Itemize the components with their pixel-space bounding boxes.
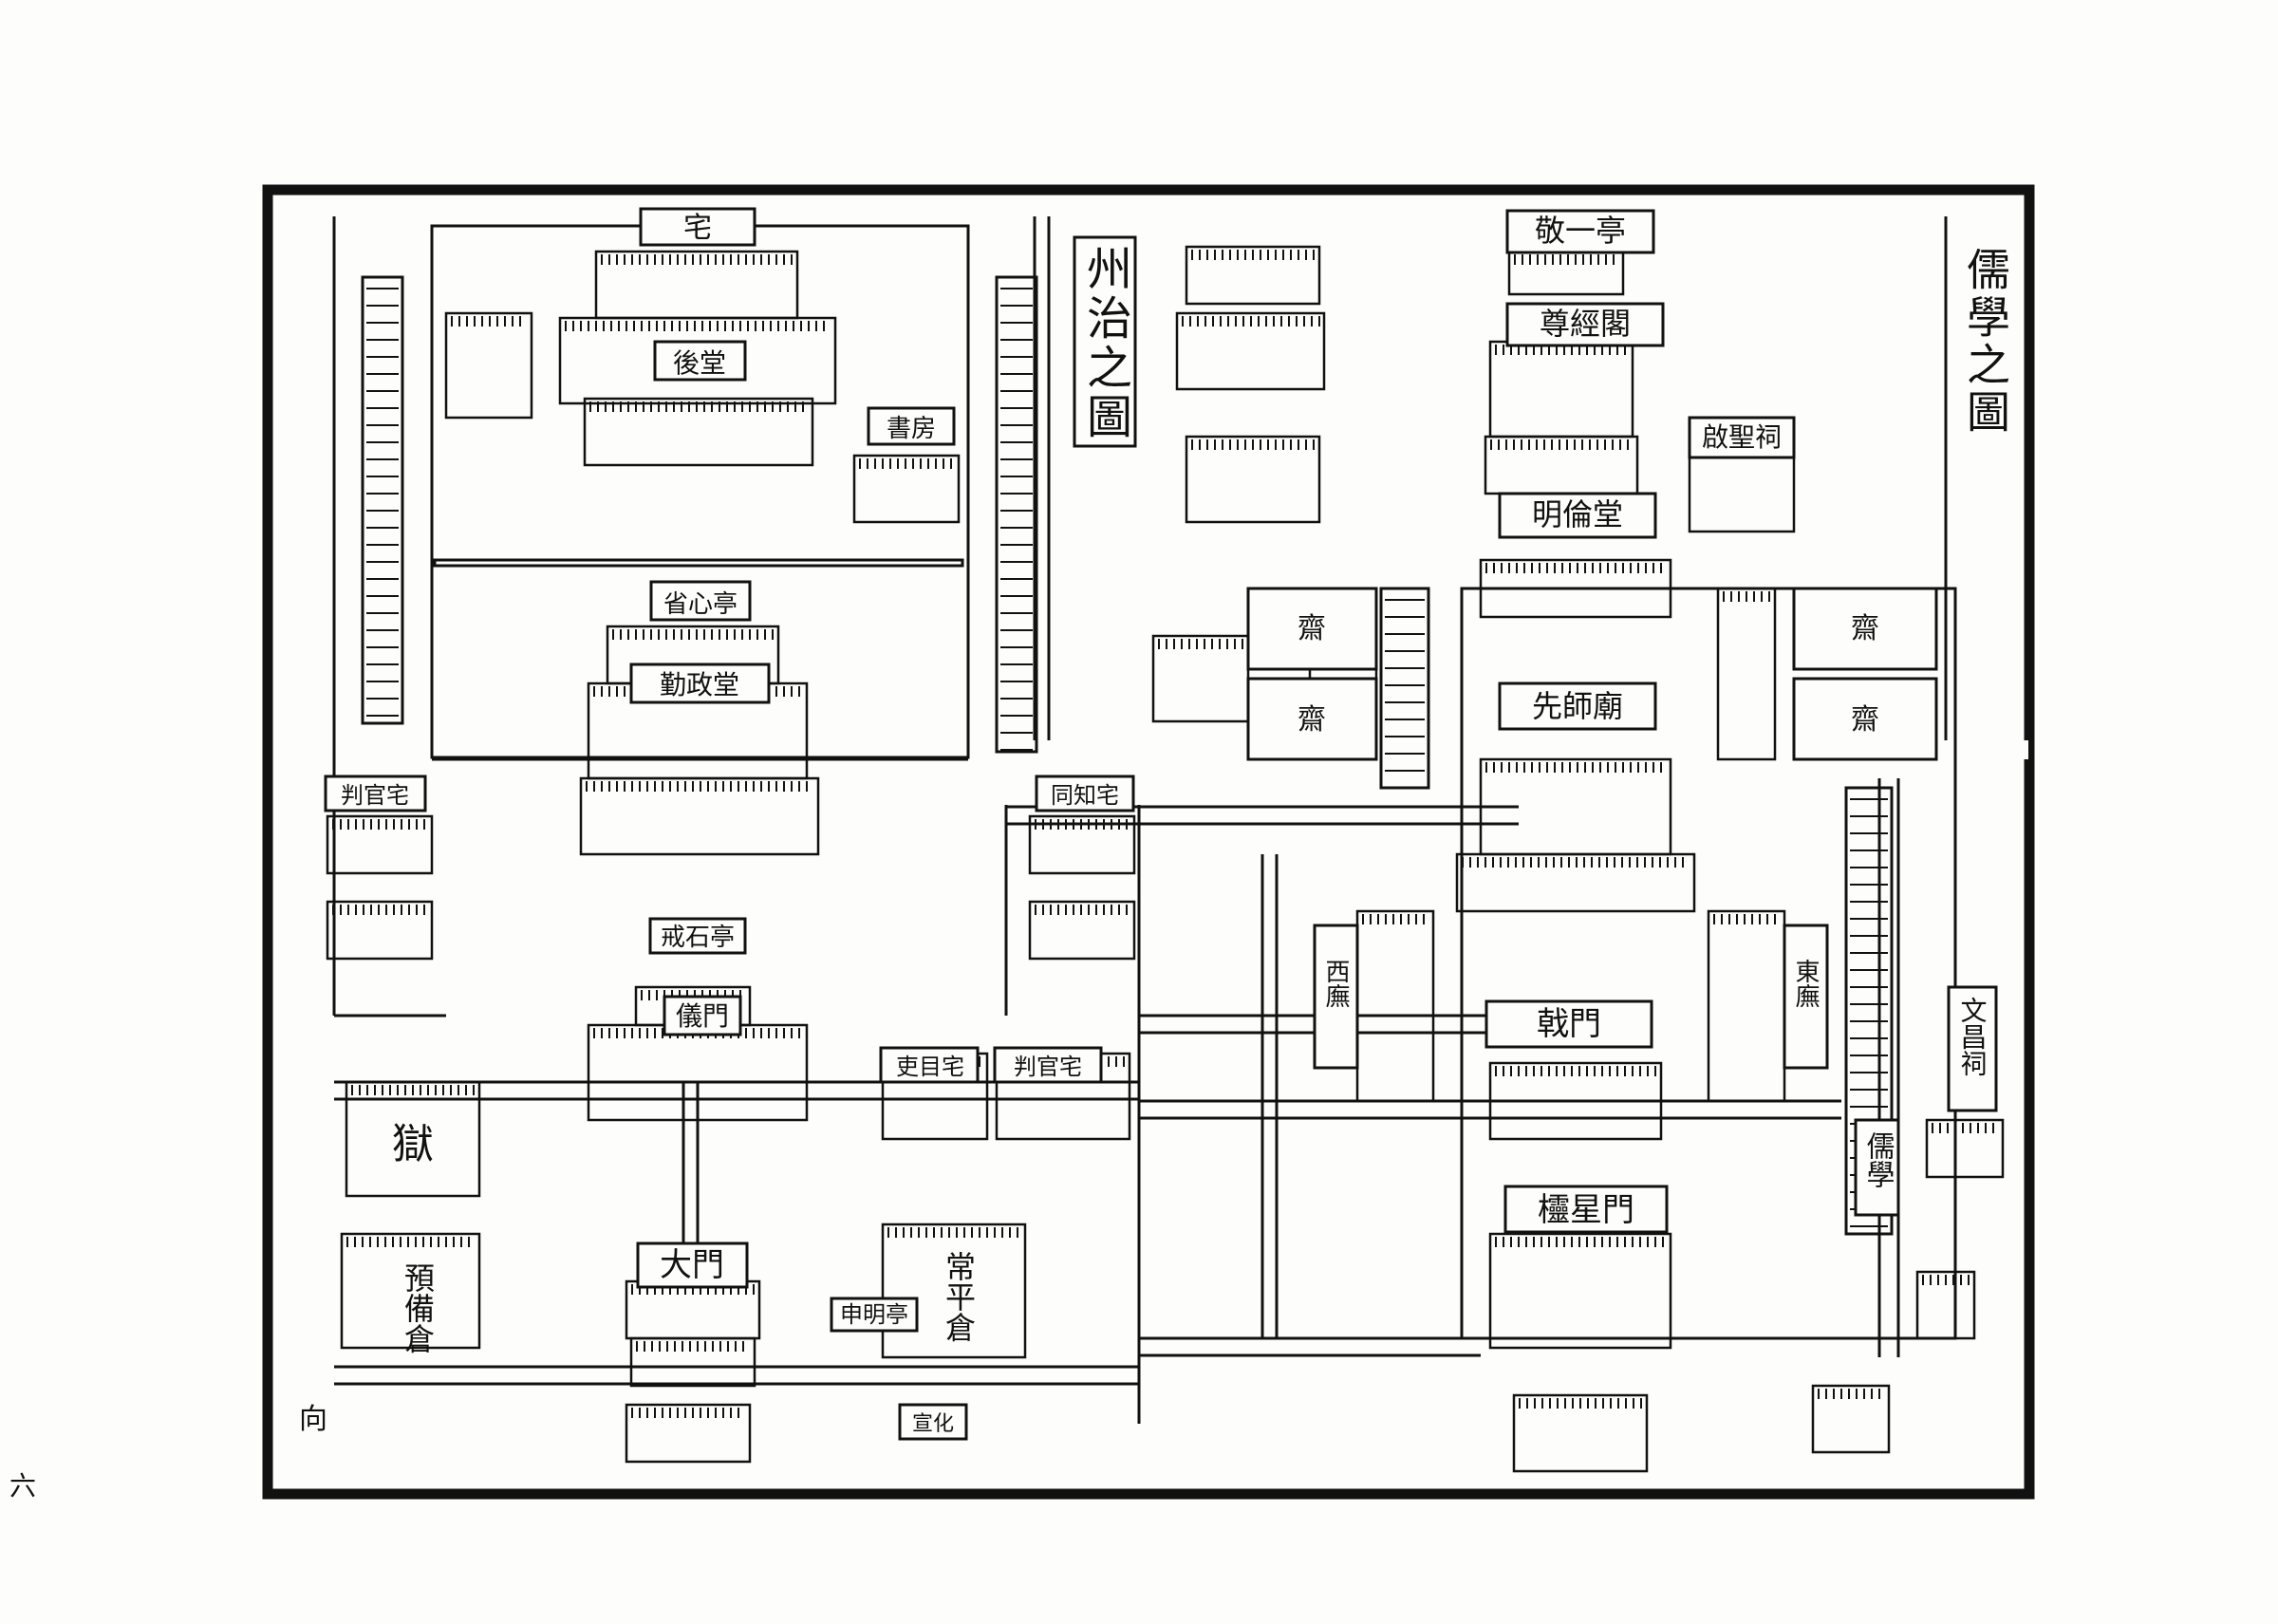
page-number: 六 (9, 1470, 36, 1502)
map-title: 儒學之圖 (1960, 247, 2011, 437)
label-yi-men: 儀門 (676, 1000, 729, 1032)
label-wenchang-ci: 文昌祠 (1957, 997, 1989, 1076)
label-tongzhi-zhai: 同知宅 (1051, 782, 1119, 809)
label-lingxing-men: 欞星門 (1538, 1191, 1634, 1229)
compound-walls (332, 216, 1957, 1424)
label-xianshi-miao: 先師廟 (1532, 688, 1623, 724)
label-yu: 獄 (392, 1120, 434, 1168)
label-zhai-l1: 齋 (1298, 612, 1326, 645)
label-changping-cang: 常平倉 (941, 1251, 977, 1342)
map-frame (262, 184, 2035, 1500)
label-shufang: 書房 (887, 415, 936, 443)
label-zhai-r2: 齋 (1851, 703, 1879, 737)
label-ruxue: 儒學 (1861, 1131, 1895, 1188)
label-xiwu: 西廡 (1321, 959, 1350, 1008)
label-shenming-ting: 申明亭 (840, 1301, 908, 1328)
label-plates (324, 207, 1998, 1441)
label-minglun-tang: 明倫堂 (1532, 496, 1623, 532)
label-limu-zhai: 吏目宅 (896, 1054, 964, 1080)
label-panguan-zhai-left: 判官宅 (341, 782, 409, 809)
label-zhai-r1: 齋 (1851, 612, 1879, 645)
label-qinzheng-tang: 勤政堂 (660, 669, 739, 700)
label-houtang: 後堂 (673, 347, 726, 379)
label-zhai: 宅 (683, 212, 712, 245)
label-jieshi-ting: 戒石亭 (661, 924, 735, 952)
inset-title: 州治之圖 (1078, 245, 1131, 442)
label-jingyi-ting: 敬一亭 (1535, 213, 1626, 249)
label-xuanhua: 宣化 (912, 1412, 954, 1436)
label-xingxin-ting: 省心亭 (663, 590, 738, 619)
label-xiang: 向 (299, 1403, 327, 1436)
label-panguan-zhai-right: 判官宅 (1014, 1054, 1082, 1080)
label-dongwu: 東廡 (1791, 959, 1820, 1008)
label-ji-men: 戟門 (1537, 1005, 1601, 1043)
label-da-men: 大門 (660, 1246, 724, 1284)
label-yubei-cang: 預備倉 (400, 1262, 436, 1353)
label-zhai-l2: 齋 (1298, 703, 1326, 737)
label-qisheng-ci: 啟聖祠 (1702, 421, 1782, 453)
label-zunjing-ge: 尊經閣 (1540, 306, 1631, 342)
